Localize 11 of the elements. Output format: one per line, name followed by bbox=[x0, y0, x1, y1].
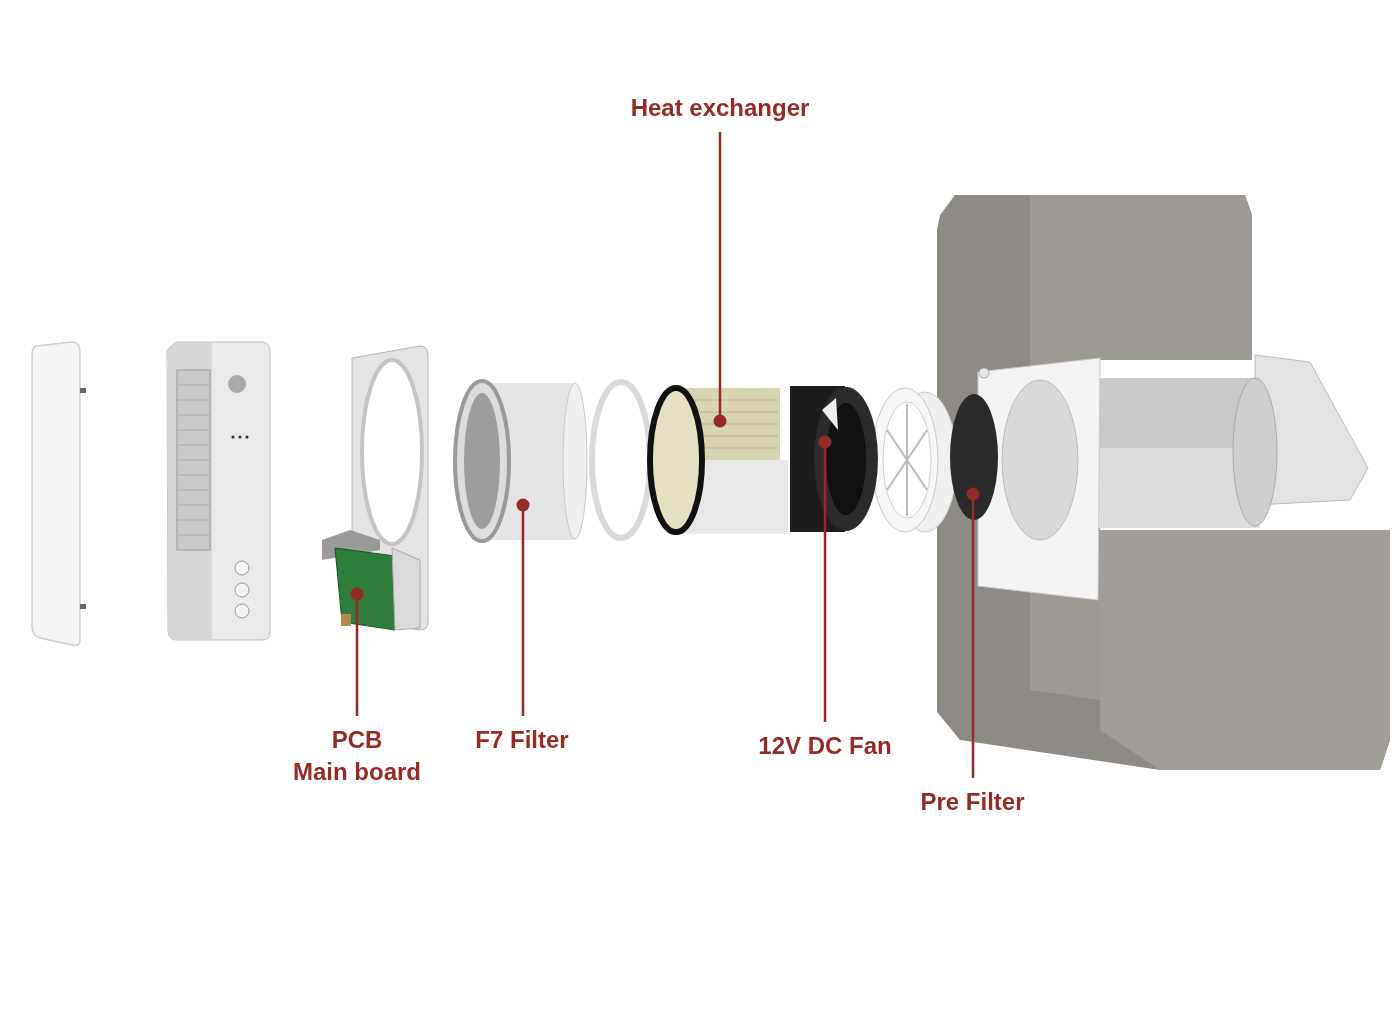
leader-line bbox=[818, 435, 832, 722]
part-label: Main board bbox=[292, 757, 422, 787]
part-label: Pre Filter bbox=[919, 787, 1026, 817]
leader-line bbox=[350, 587, 364, 716]
part-label: PCB bbox=[330, 725, 384, 755]
leader-line bbox=[713, 132, 727, 428]
leader-line bbox=[516, 498, 530, 716]
leader-line bbox=[966, 487, 980, 778]
part-label: 12V DC Fan bbox=[757, 731, 893, 761]
part-label: Heat exchanger bbox=[629, 93, 811, 123]
part-label: F7 Filter bbox=[474, 725, 570, 755]
